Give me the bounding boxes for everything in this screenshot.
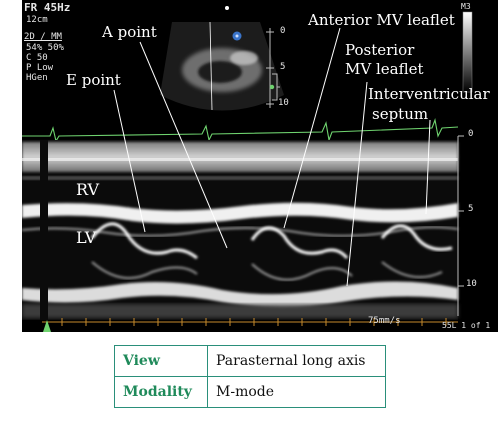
green-marker — [269, 84, 275, 90]
gain-setting: 54% 50% — [26, 43, 64, 53]
lv-label: LV — [76, 228, 97, 247]
sector-inset — [160, 6, 284, 111]
leader-lines — [113, 27, 431, 287]
e-point-label: E point — [66, 71, 121, 89]
depth-label: 12cm — [26, 15, 48, 25]
legend-value-modality: M-mode — [207, 376, 386, 408]
legend-table: View Parasternal long axis Modality M-mo… — [114, 345, 386, 408]
power-setting: P Low — [26, 63, 54, 73]
grayscale-bar — [462, 11, 473, 93]
m3-label: M3 — [461, 2, 471, 11]
inset-scale-ticks — [266, 28, 274, 108]
sweep-speed-label: 75mm/s — [368, 316, 401, 326]
harmonic-setting: HGen — [26, 73, 48, 83]
time-axis — [42, 318, 458, 326]
anterior-mv-leaflet-label: Anterior MV leaflet — [308, 11, 455, 29]
a-point-label: A point — [102, 23, 157, 41]
table-row: View Parasternal long axis — [114, 345, 386, 377]
mode-label: 2D / MM — [24, 32, 62, 42]
inset-scale-5: 5 — [280, 62, 286, 72]
frame-rate-label: FR 45Hz — [24, 1, 71, 14]
inset-depth-marker — [272, 73, 280, 101]
cursor-marker — [43, 320, 51, 332]
frame-counter: 55L 1 of 1 — [442, 321, 491, 330]
echo-graphics — [22, 6, 473, 332]
posterior-mv-leaflet-label-line1: Posterior — [345, 41, 415, 59]
inset-scale-10: 10 — [278, 98, 289, 108]
legend-key-modality: Modality — [114, 376, 208, 408]
compression-setting: C 50 — [26, 53, 48, 63]
interventricular-septum-label-line2: septum — [372, 105, 429, 123]
depth-ruler — [457, 135, 464, 316]
posterior-mv-leaflet-label-line2: MV leaflet — [345, 60, 424, 78]
m-mode-trace — [22, 140, 459, 320]
depth-scale-10: 10 — [466, 279, 477, 289]
legend-key-view: View — [114, 345, 208, 377]
legend-value-view: Parasternal long axis — [207, 345, 386, 377]
interventricular-septum-label-line1: Interventricular — [368, 85, 490, 103]
depth-scale-0: 0 — [468, 129, 474, 139]
ecg-trace — [22, 117, 459, 143]
table-row: Modality M-mode — [114, 376, 386, 408]
depth-scale-5: 5 — [468, 204, 474, 214]
rv-label: RV — [76, 180, 100, 199]
echo-image: FR 45Hz 12cm 2D / MM 54% 50% C 50 P Low … — [22, 0, 498, 332]
inset-scale-0: 0 — [280, 26, 286, 36]
